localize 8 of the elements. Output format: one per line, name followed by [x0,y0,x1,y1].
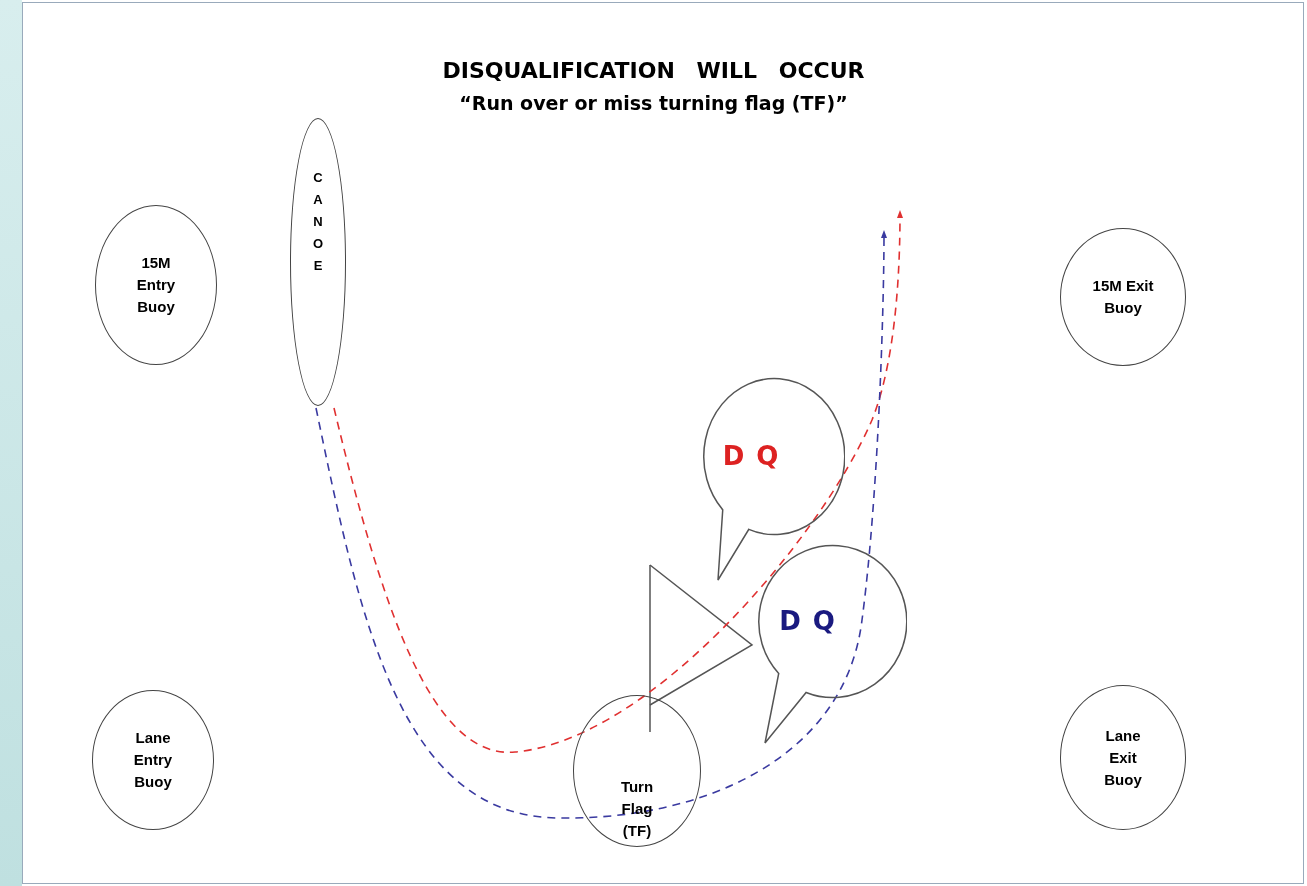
title: DISQUALIFICATION WILL OCCUR [442,58,865,83]
dq-mark: DQ [778,605,848,637]
dashed-path-arrow [315,230,887,819]
dashed-path-arrow [333,210,903,753]
speech-bubble [755,543,907,745]
subtitle: “Run over or miss turning flag (TF)” [459,92,848,114]
speech-bubble [700,376,845,582]
dq-mark: DQ [721,440,792,472]
